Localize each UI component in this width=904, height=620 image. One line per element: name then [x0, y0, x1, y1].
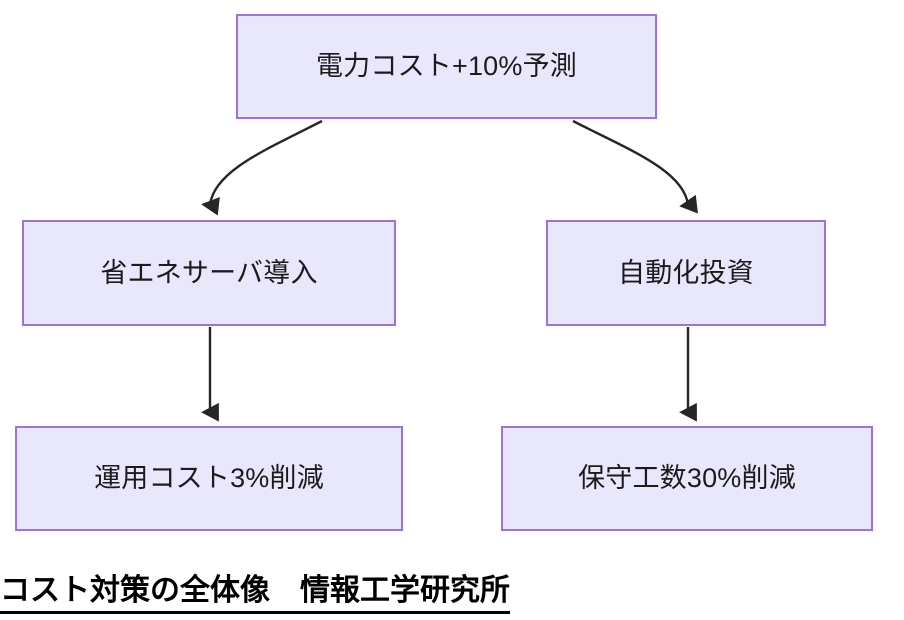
node-energy-saving-server[interactable]: 省エネサーバ導入 — [22, 220, 396, 326]
node-operating-cost-reduction[interactable]: 運用コスト3%削減 — [15, 426, 403, 531]
node-automation-investment[interactable]: 自動化投資 — [546, 220, 826, 326]
edge-forecast-to-server — [201, 119, 323, 216]
node-forecast-label: 電力コスト+10%予測 — [315, 51, 577, 82]
node-forecast[interactable]: 電力コスト+10%予測 — [236, 14, 657, 119]
node-operating-cost-reduction-label: 運用コスト3%削減 — [94, 463, 324, 494]
diagram-caption: コスト対策の全体像 情報工学研究所 — [0, 565, 904, 614]
edge-forecast-to-automation — [572, 119, 698, 214]
node-automation-investment-label: 自動化投資 — [618, 257, 754, 288]
node-maintenance-hours-reduction[interactable]: 保守工数30%削減 — [501, 426, 873, 531]
node-energy-saving-server-label: 省エネサーバ導入 — [100, 257, 318, 288]
diagram-caption-text: コスト対策の全体像 情報工学研究所 — [0, 565, 510, 614]
node-maintenance-hours-reduction-label: 保守工数30%削減 — [578, 463, 796, 494]
